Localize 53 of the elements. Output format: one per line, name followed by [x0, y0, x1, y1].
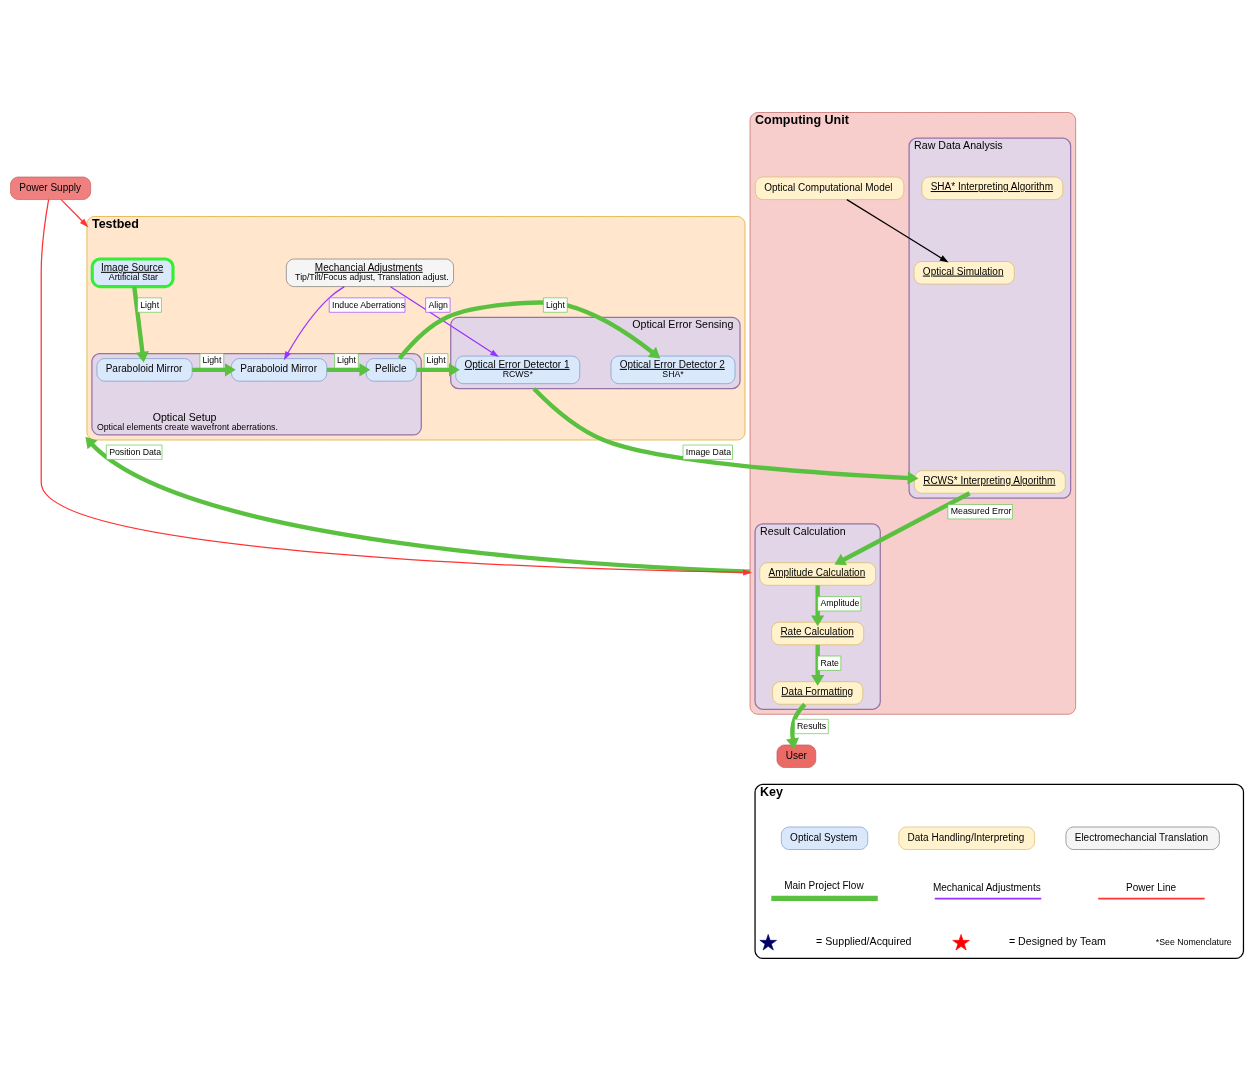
- edge-label: Light: [337, 354, 357, 365]
- legend-label: Power Line: [1126, 881, 1177, 893]
- edge-label: Rate: [820, 657, 839, 668]
- arrow: [416, 362, 460, 376]
- arrow: [192, 362, 236, 376]
- arrow: [397, 300, 661, 360]
- edge-label: Induce Aberrations: [332, 299, 406, 310]
- node-box: Electromechancial Translation: [1065, 826, 1220, 850]
- legend-label: = Supplied/Acquired: [816, 934, 912, 947]
- edge-label: Measured Error: [950, 505, 1012, 516]
- legend-label: = Designed by Team: [1008, 934, 1106, 947]
- edge-label: Light: [140, 299, 160, 310]
- edge-label: Align: [428, 299, 448, 310]
- node-box: Pellicle: [365, 357, 417, 381]
- edge-label: Light: [545, 299, 565, 310]
- node-box: Optical System: [781, 826, 869, 850]
- node-box: Optical Computational Model: [755, 176, 905, 200]
- node-box: Image Source Artificial Star: [90, 256, 175, 288]
- node-box: Power Supply: [10, 176, 91, 200]
- node-box: Optical Error Detector 2 SHA*: [610, 355, 736, 384]
- arrow: [283, 285, 345, 360]
- edge-label: Position Data: [109, 446, 162, 457]
- arrow: [389, 285, 499, 357]
- node-box: Paraboloid Mirror: [231, 357, 328, 381]
- arrow: [326, 362, 371, 376]
- node-box: Mechancial Adjustments Tip/Tilt/Focus adjust, Translation adjust.: [286, 258, 454, 287]
- arrow: [60, 198, 89, 227]
- edge-label: Light: [426, 354, 446, 365]
- edge-label: Results: [797, 720, 827, 731]
- node-box: User: [776, 744, 817, 768]
- label: *See Nomenclature: [1155, 936, 1232, 947]
- node-box: Rate Calculation: [771, 621, 864, 645]
- legend-label: Main Project Flow: [784, 879, 864, 891]
- arrow: [786, 702, 807, 749]
- edge-label: Image Data: [685, 446, 732, 457]
- node-box: SHA* Interpreting Algorithm: [921, 176, 1064, 200]
- node-box: Paraboloid Mirror: [96, 357, 193, 381]
- arrow: [132, 286, 149, 363]
- node-box: Amplitude Calculation: [759, 561, 876, 586]
- node-box: Data Formatting: [772, 680, 864, 705]
- edge-label: Amplitude: [820, 597, 860, 608]
- node-box: Data Handling/Interpreting: [898, 826, 1035, 850]
- arrow: [811, 644, 825, 686]
- node-box: RCWS* Interpreting Algorithm: [914, 469, 1066, 494]
- arrow: [40, 198, 752, 575]
- legend-label: Mechanical Adjustments: [932, 881, 1041, 893]
- node-box: Optical Error Detector 1 RCWS*: [455, 355, 581, 384]
- edge-label: Light: [202, 354, 222, 365]
- node-box: Optical Simulation: [913, 260, 1015, 284]
- arrow: [85, 436, 751, 574]
- arrow: [811, 584, 825, 626]
- arrow: [532, 386, 919, 485]
- arrow: [846, 198, 949, 262]
